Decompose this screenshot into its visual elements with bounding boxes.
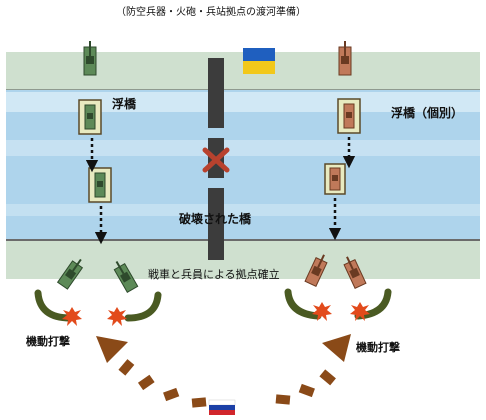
flank-arc — [124, 291, 162, 322]
tank-icon — [113, 261, 139, 293]
caption: （防空兵器・火砲・兵站拠点の渡河準備） — [116, 7, 306, 18]
tank-icon — [56, 258, 84, 290]
explosion-icon — [312, 302, 332, 321]
bridgehead-label: 戦車と兵員による拠点確立 — [148, 268, 280, 281]
river-shimmer-lower — [6, 204, 480, 216]
south-bank — [6, 241, 480, 279]
maneuver-label-right: 機動打撃 — [356, 341, 400, 354]
maneuver-label-left: 機動打撃 — [26, 335, 70, 348]
bridge-piece-south — [208, 188, 224, 260]
explosion-icon — [62, 307, 82, 326]
tank-icon — [338, 41, 352, 76]
russia-flag — [208, 399, 236, 415]
explosion-icon — [107, 307, 127, 326]
pontoon-unit — [337, 98, 361, 134]
tank-icon — [343, 256, 367, 289]
bridge-piece-north — [208, 58, 224, 128]
pontoon-unit — [78, 99, 102, 135]
pontoon-unit — [88, 167, 112, 203]
pontoon-unit — [324, 163, 346, 195]
ukraine-flag — [243, 48, 275, 74]
destroyed-x-icon — [202, 147, 230, 173]
explosion-icon — [350, 302, 370, 321]
flank-arc — [284, 288, 322, 320]
counterattack-arrow-left — [96, 336, 207, 408]
pontoon-individual-label: 浮橋（個別） — [391, 106, 464, 120]
flank-arc — [34, 289, 74, 322]
counterattack-arrow-right — [275, 334, 351, 405]
tank-icon — [304, 254, 328, 287]
river-highlight — [6, 92, 480, 112]
destroyed-bridge-label: 破壊された橋 — [179, 212, 252, 226]
river-shimmer — [6, 140, 480, 156]
pontoon-bridge-label: 浮橋 — [112, 97, 137, 111]
tank-icon — [83, 41, 97, 76]
